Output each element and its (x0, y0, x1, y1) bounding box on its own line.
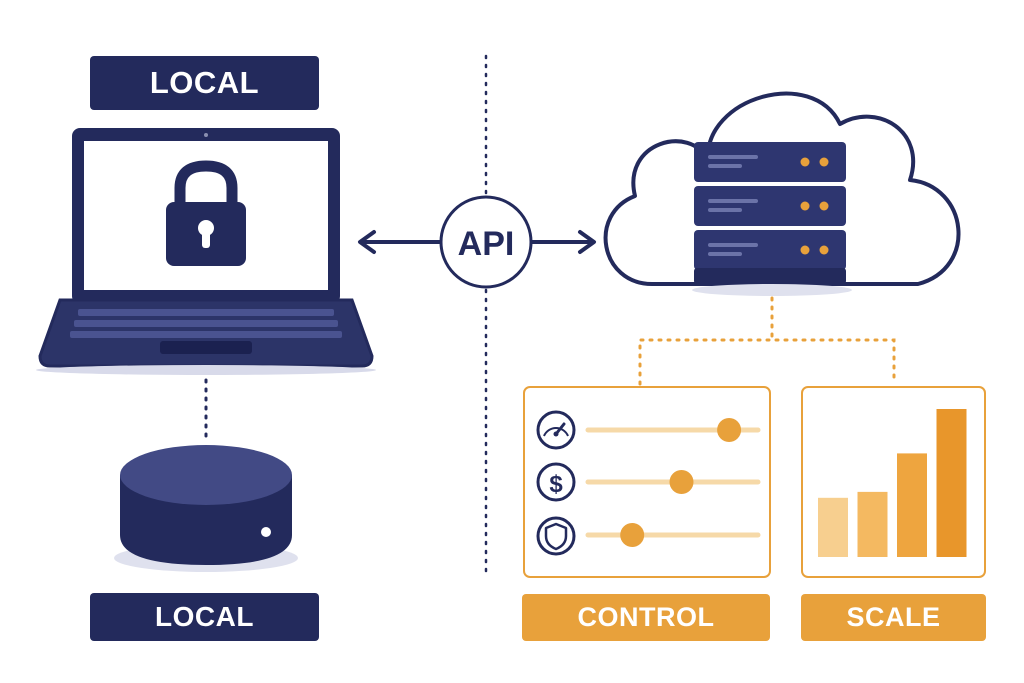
keyboard (70, 309, 342, 338)
scale-bar (936, 409, 967, 557)
slider-knob (669, 470, 694, 494)
scale-label: SCALE (801, 594, 986, 641)
lock-icon (166, 160, 246, 266)
slider-knob (620, 523, 645, 547)
control-label: CONTROL (522, 594, 770, 641)
dollar-icon: $ (536, 462, 576, 502)
control-panel: $ (523, 386, 771, 578)
scale-bar (857, 491, 888, 557)
local-label-top: LOCAL (90, 56, 319, 110)
bar-chart-icon (818, 409, 967, 557)
api-label: API (458, 225, 515, 263)
server-icon (692, 142, 852, 296)
local-label-bottom: LOCAL (90, 593, 319, 641)
scale-panel (801, 386, 986, 578)
api-link: API (358, 195, 596, 289)
gauge-icon (536, 410, 576, 450)
slider-knob (717, 418, 742, 442)
scale-bar (897, 453, 927, 557)
cloud-connector (638, 296, 896, 386)
scale-bar (818, 497, 848, 557)
shield-icon (536, 516, 576, 556)
database-icon (114, 445, 298, 572)
api-circle (439, 195, 533, 289)
svg-text:$: $ (549, 471, 563, 498)
